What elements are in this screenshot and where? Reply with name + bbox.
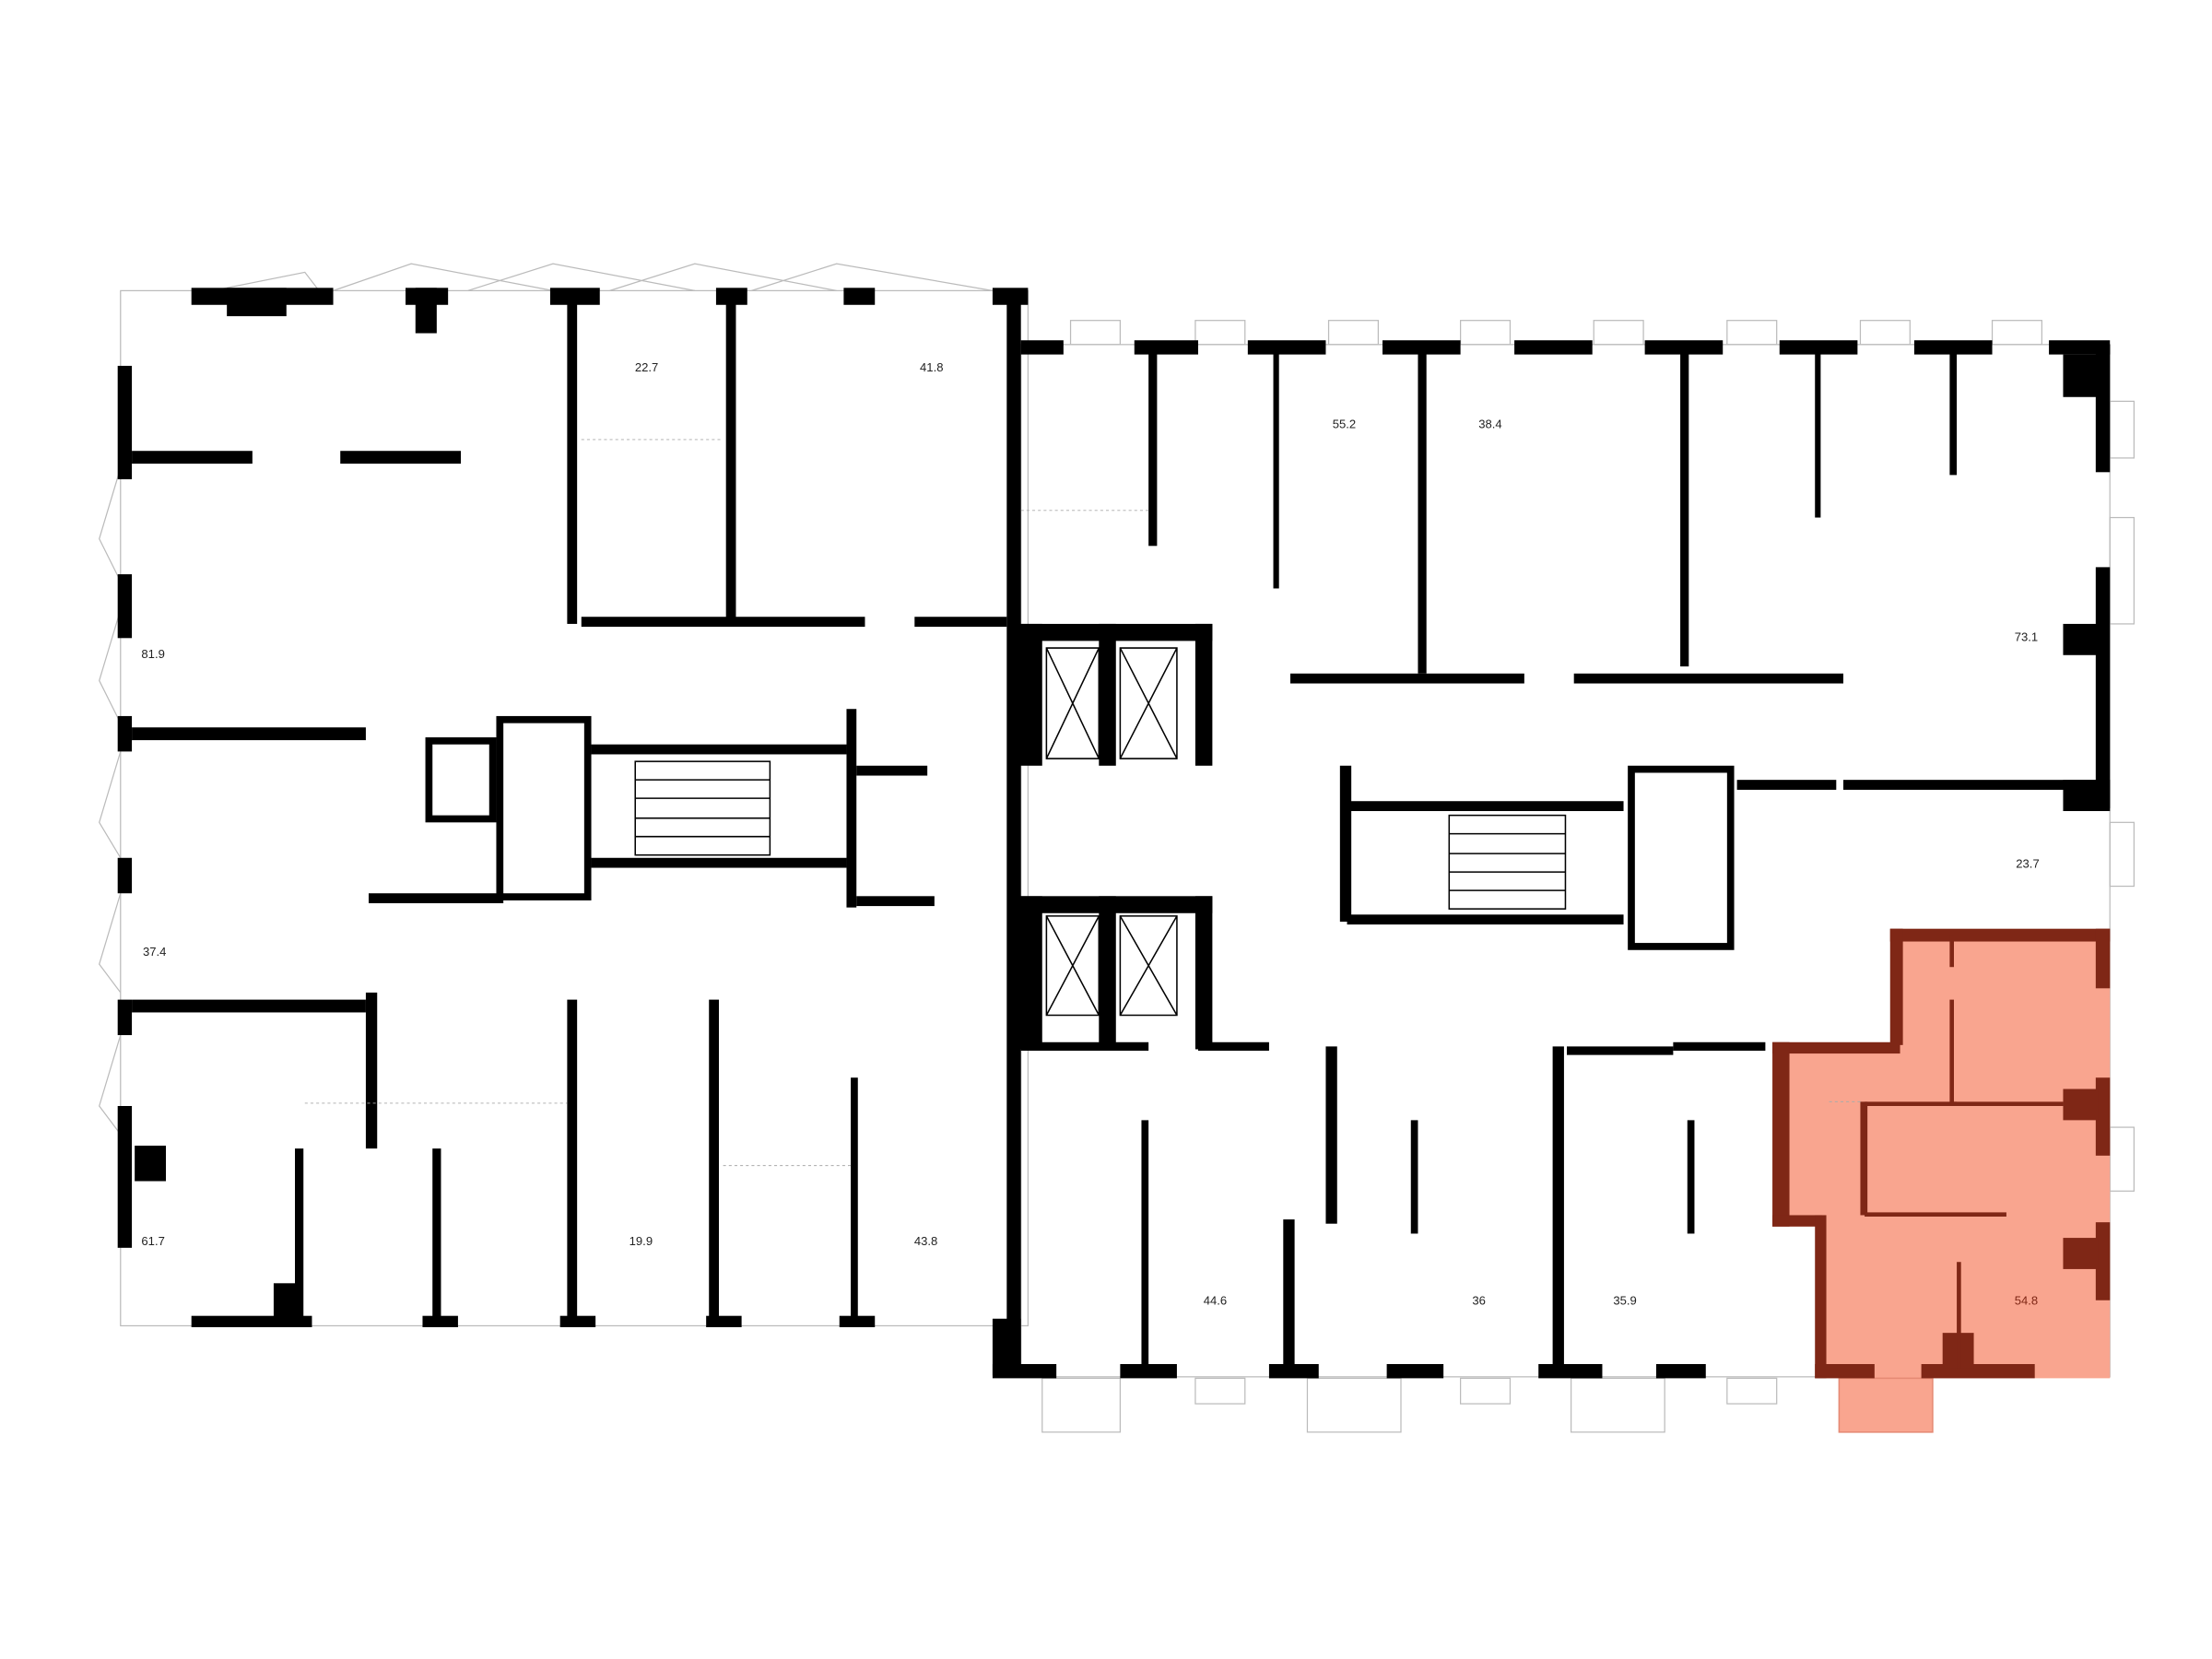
staircases xyxy=(634,760,1567,910)
apartment-area-label[interactable]: 61.7 xyxy=(141,1234,164,1248)
apartment-area-label[interactable]: 44.6 xyxy=(1204,1293,1227,1307)
zoning-lines xyxy=(304,439,1861,1167)
apartment-area-label[interactable]: 35.9 xyxy=(1613,1293,1636,1307)
elevators xyxy=(1045,647,1178,1017)
apartment-area-label[interactable]: 19.9 xyxy=(629,1234,653,1248)
apartment-area-label[interactable]: 41.8 xyxy=(920,360,943,374)
walls xyxy=(117,288,2111,1379)
area-labels: 22.7 41.8 55.2 38.4 81.9 73.1 37.4 23.7 … xyxy=(141,360,2039,1307)
apartment-area-label[interactable]: 43.8 xyxy=(914,1234,937,1248)
apartment-area-label[interactable]: 37.4 xyxy=(143,945,166,959)
apartment-area-label[interactable]: 55.2 xyxy=(1333,418,1356,431)
apartment-area-label[interactable]: 81.9 xyxy=(141,647,164,661)
selected-apartment[interactable] xyxy=(1772,928,2111,1433)
apartment-area-label[interactable]: 36 xyxy=(1472,1293,1486,1307)
apartment-area-label[interactable]: 38.4 xyxy=(1478,418,1501,431)
apartment-area-label[interactable]: 23.7 xyxy=(2016,857,2039,871)
apartment-area-label[interactable]: 73.1 xyxy=(2015,629,2038,643)
apartment-area-label[interactable]: 22.7 xyxy=(635,360,658,374)
selected-apartment-area-label[interactable]: 54.8 xyxy=(2015,1293,2038,1307)
